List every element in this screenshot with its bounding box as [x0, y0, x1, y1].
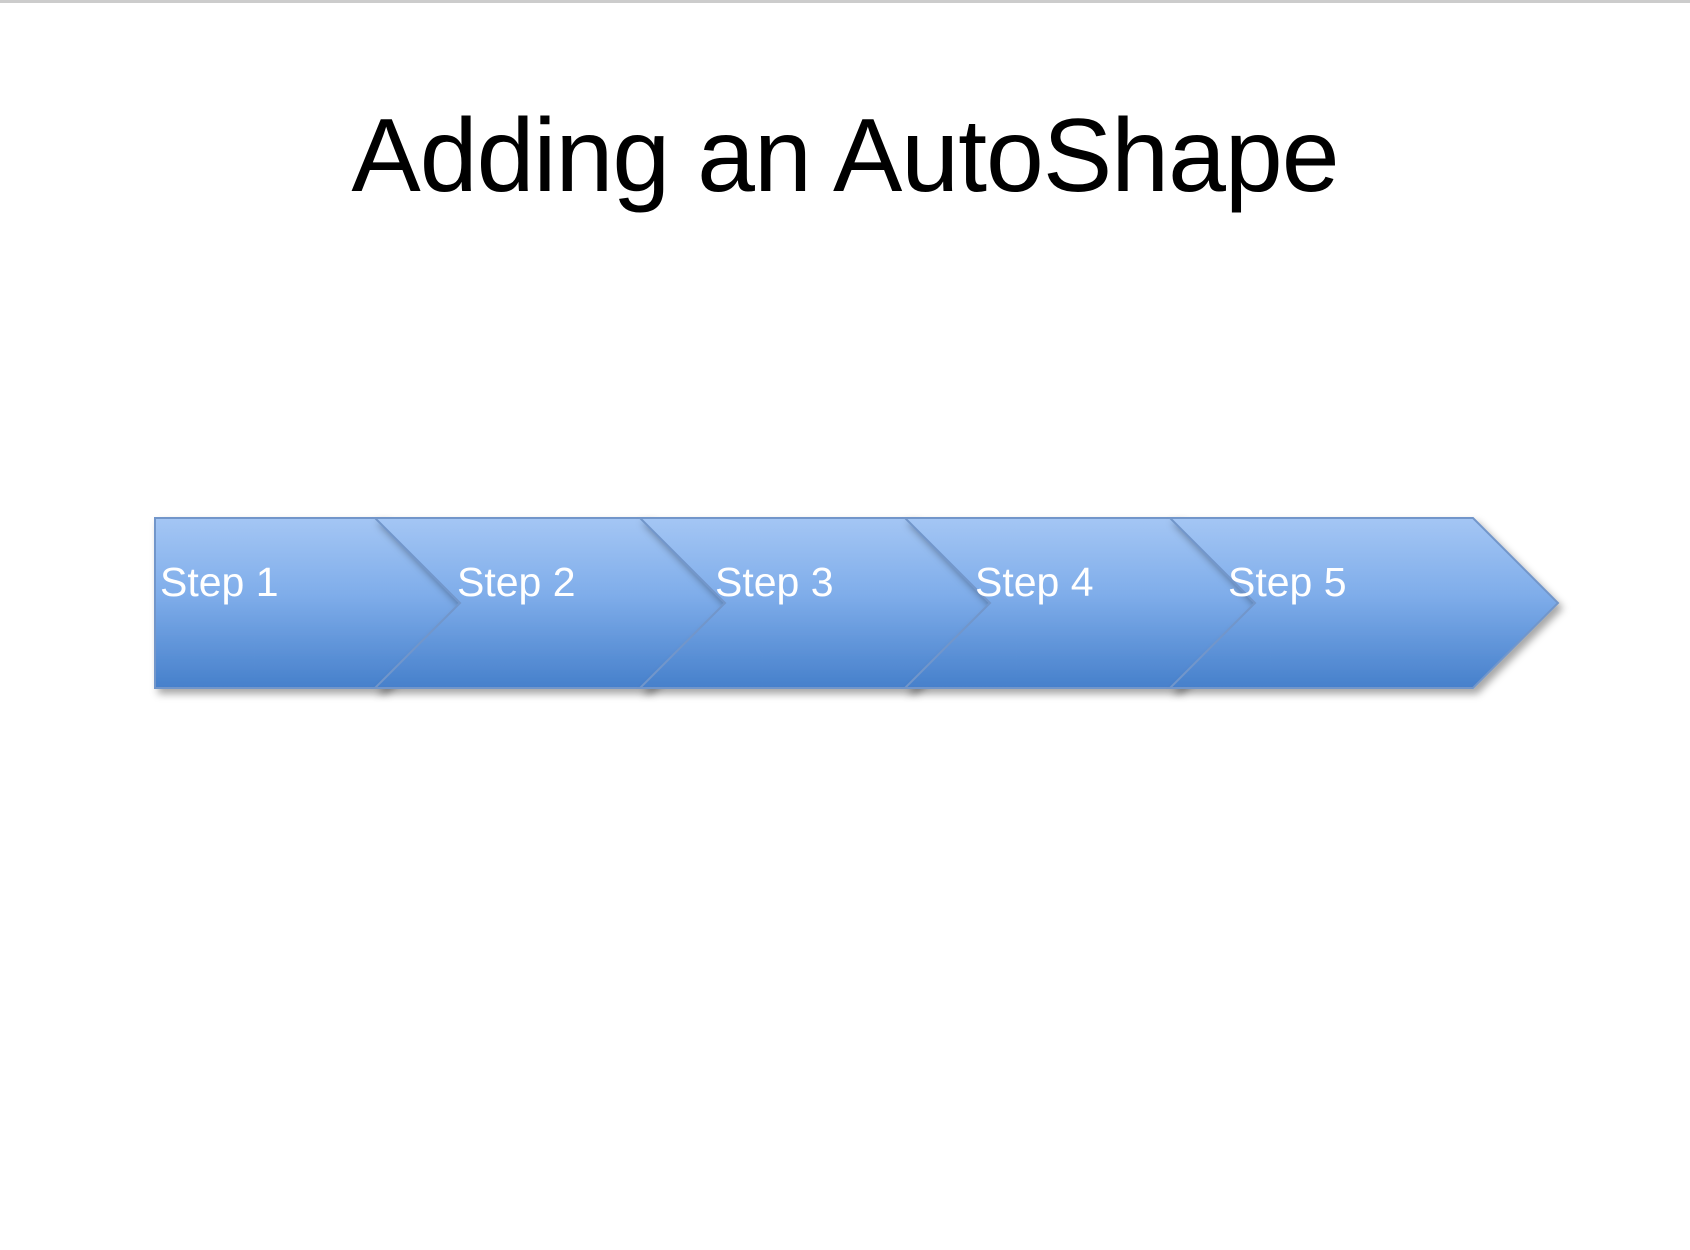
chevron-shape-step-5[interactable]: [1167, 517, 1560, 689]
page-title: Adding an AutoShape: [351, 98, 1339, 214]
chevron-process-diagram: Step 1 Step 2 Step 3 Step 4 Step 5: [0, 508, 1690, 708]
chevron-label-step-5: Step 5: [1228, 559, 1347, 605]
chevron-label-step-1: Step 1: [160, 559, 279, 605]
chevron-label-step-3: Step 3: [715, 559, 834, 605]
chevron-shapes-group: [154, 517, 1560, 689]
chevron-label-step-4: Step 4: [975, 559, 1094, 605]
chevron-label-step-2: Step 2: [457, 559, 576, 605]
